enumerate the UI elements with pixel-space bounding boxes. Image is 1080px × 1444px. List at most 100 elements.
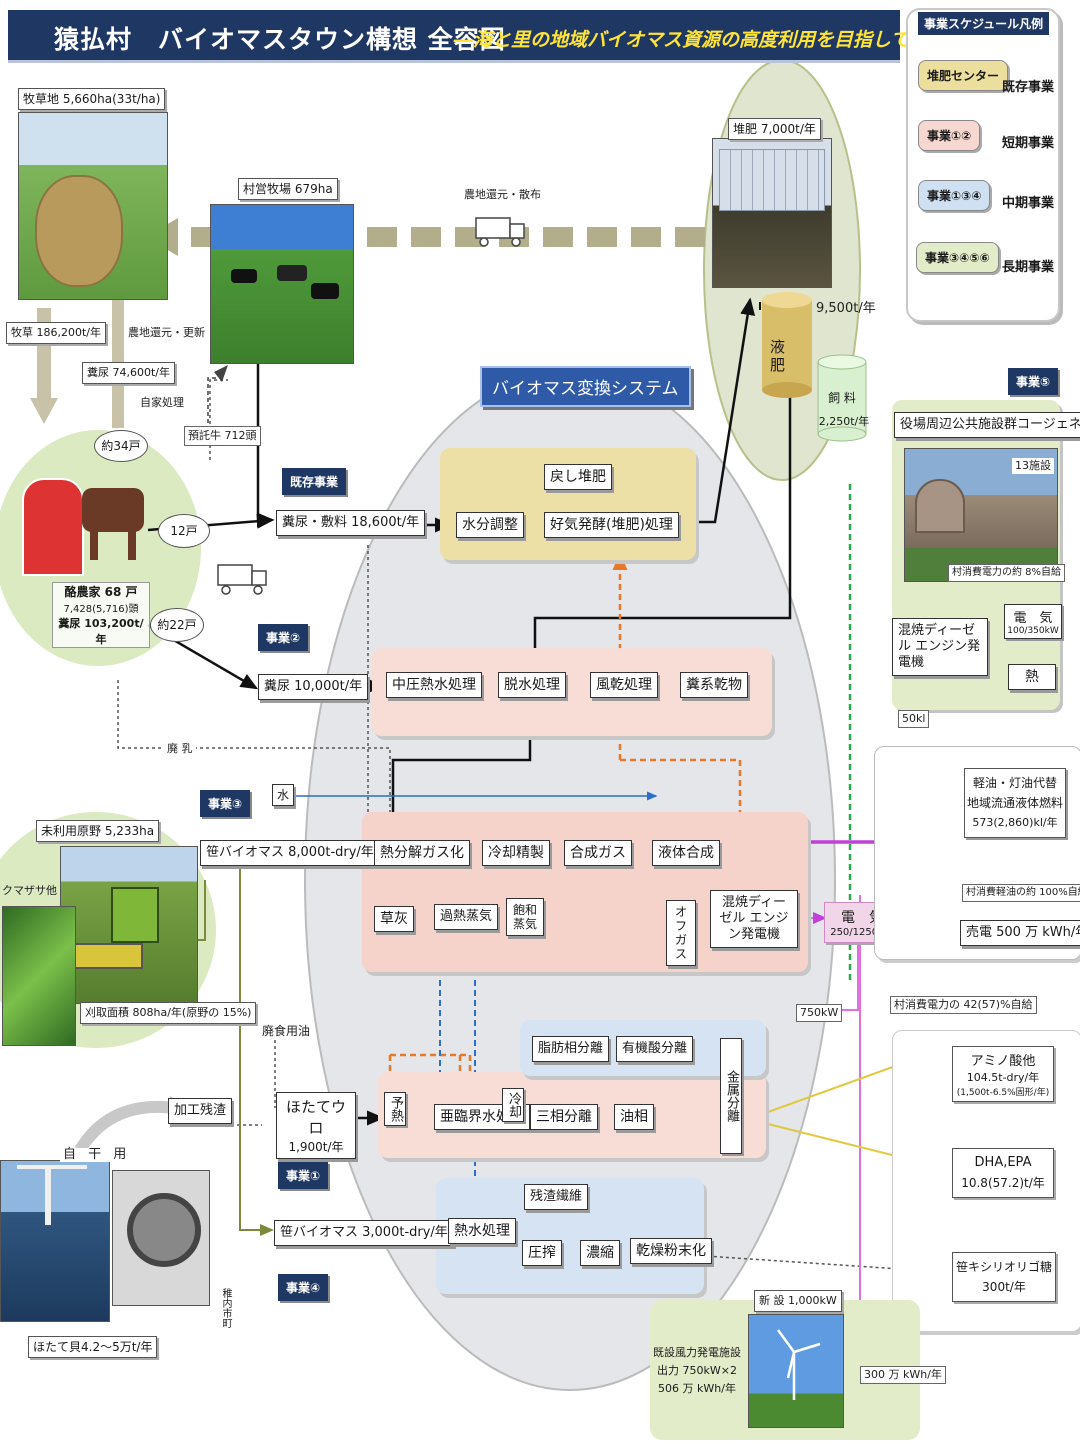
feed-label: 牧草 186,200t/年 [6, 322, 107, 344]
building-icon [915, 479, 965, 533]
cogen-gen-box: 混焼ディーゼル エンジン発電機 [892, 618, 988, 676]
greenhouse-icon [719, 149, 825, 211]
cool2-box: 冷却 [502, 1088, 524, 1122]
pyro-box: 熱分解ガス化 [374, 840, 470, 866]
page-title: 猿払村 バイオマスタウン構想 全容図 [54, 25, 506, 54]
legend-key-existing: 堆肥センター [918, 60, 1009, 91]
project-existing-tag: 既存事業 [282, 468, 347, 495]
wind-new-label: 新 設 1,000kW [754, 1290, 842, 1312]
legend-key-short: 事業①② [918, 120, 981, 151]
elec-self-label: 村消費電力の 42(57)%自給 [890, 996, 1037, 1014]
cogen-elec-value: 100/350kW [1007, 626, 1059, 636]
moisture-box: 水分調整 [456, 512, 524, 538]
dha-box: DHA,EPA 10.8(57.2)t/年 [952, 1148, 1054, 1198]
legend-desc-mid: 中期事業 [1002, 196, 1055, 211]
scallop-input-label: ほたてウロ [285, 1098, 346, 1137]
saturated-box: 飽和蒸気 [506, 898, 544, 936]
crane-icon [17, 1165, 87, 1169]
waste-milk-label: 廃 乳 [164, 742, 196, 756]
superheat-box: 過熱蒸気 [434, 904, 499, 930]
harvester-icon [71, 943, 143, 969]
legend-desc-existing: 既存事業 [1002, 80, 1055, 95]
dairy-line: 糞尿 103,200t/年 [58, 617, 144, 646]
diesel-gen-box: 混焼ディーゼル エンジン発電機 [710, 890, 798, 948]
harvester-photo [60, 846, 198, 1004]
liquid-fertilizer-value: 9,500t/年 [816, 301, 876, 316]
return2-label: 農地還元・更新 [128, 326, 205, 339]
facilities-count: 13施設 [1012, 458, 1054, 474]
metal-box: 金属分離 [720, 1038, 742, 1154]
syngas-box: 合成ガス [564, 840, 632, 866]
fat-box: 脂肪相分離 [532, 1036, 610, 1062]
project-1-tag: 事業① [278, 1162, 329, 1189]
three-phase-box: 三相分離 [530, 1104, 598, 1130]
cow-icon [277, 265, 307, 281]
field-label: 未利用原野 5,233ha [36, 820, 160, 842]
amino-line: アミノ酸他 [970, 1054, 1036, 1069]
sasa2-box: 笹バイオマス 3,000t-dry/年 [274, 1220, 454, 1246]
wind-line: 既設風力発電施設 [653, 1346, 741, 1359]
compost-photo [712, 138, 832, 288]
cogen-self-label: 村消費電力の約 8%自給 [948, 564, 1066, 582]
wind-line: 506 万 kWh/年 [658, 1382, 736, 1395]
harvester-icon [111, 887, 159, 943]
dairy-info: 酪農家 68 戸 7,428(5,716)頭 糞尿 103,200t/年 [52, 582, 150, 648]
electricity-value: 250/1250kW [830, 927, 894, 938]
kumazasa-photo [2, 906, 76, 1046]
legend-key-long: 事業③④⑤⑥ [916, 242, 999, 273]
waste-oil-label: 廃食用油 [262, 1024, 311, 1038]
legend-desc-long: 長期事業 [1002, 260, 1055, 275]
fuel-line: 573(2,860)kl/年 [972, 816, 1058, 829]
title-bar: 猿払村 バイオマスタウン構想 全容図 ―海と里の地域バイオマス資源の高度利用を目… [8, 10, 928, 63]
cow-count-label: 預託牛 712頭 [184, 426, 261, 446]
project-3-tag: 事業③ [200, 790, 251, 817]
manure2-box: 糞尿 10,000t/年 [258, 674, 369, 700]
hydro-box: 中圧熱水処理 [386, 672, 482, 698]
winddry-box: 風乾処理 [590, 672, 658, 698]
hydro2-box: 熱水処理 [448, 1218, 516, 1244]
project-2-tag: 事業② [258, 624, 309, 651]
xylo-line: 300t/年 [982, 1280, 1026, 1294]
manure-label: 糞尿 74,600t/年 [82, 362, 176, 384]
fuel-50-label: 50kl [898, 710, 930, 728]
household-badge: 約22戸 [150, 608, 204, 642]
cool-box: 冷却精製 [482, 840, 550, 866]
drypowder-box: 乾燥粉末化 [630, 1238, 712, 1264]
pasture-label: 牧草地 5,660ha(33t/ha) [18, 88, 166, 110]
pasture-photo [18, 112, 168, 300]
household-badge: 約34戸 [94, 430, 148, 462]
amino-line: 104.5t-dry/年 [966, 1071, 1040, 1084]
cogen-elec-box: 電 気 100/350kW [1004, 604, 1062, 639]
concentrate-box: 濃縮 [580, 1240, 620, 1266]
sell-power-box: 売電 500 万 kWh/年 [960, 920, 1080, 946]
legend-key-mid: 事業①③④ [918, 180, 991, 211]
kw750-label: 750kW [796, 1004, 843, 1022]
press-box: 圧搾 [522, 1240, 562, 1266]
project-4-tag: 事業④ [278, 1274, 329, 1301]
xylo-box: 笹キシリオリゴ糖 300t/年 [952, 1252, 1056, 1302]
wind-photo [748, 1314, 844, 1428]
ash-box: 草灰 [374, 906, 414, 932]
cogen-elec-label: 電 気 [1013, 611, 1053, 626]
cow-dashed-arrow [207, 377, 222, 430]
dried-box: 糞系乾物 [680, 672, 748, 698]
compost-label: 堆肥 7,000t/年 [728, 118, 821, 140]
hay-bale-icon [35, 175, 123, 287]
feed-value: 2,250t/年 [818, 415, 870, 428]
dha-line: 10.8(57.2)t/年 [961, 1176, 1045, 1190]
electricity-label: 電 気 [841, 910, 883, 926]
amino-box: アミノ酸他 104.5t-dry/年 (1,500t-6.5%固形/年) [952, 1046, 1054, 1102]
amino-line: (1,500t-6.5%固形/年) [956, 1088, 1050, 1098]
truck-icon-top [475, 217, 525, 247]
feed-label: 飼 料 [828, 391, 856, 405]
aerobic-box: 好気発酵(堆肥)処理 [544, 512, 679, 538]
fishing-photo [0, 1160, 110, 1322]
kumazasa-label: クマザサ他 [2, 884, 57, 897]
dairy-line: 酪農家 68 戸 [64, 585, 138, 599]
scallop-icon [127, 1193, 201, 1267]
ranch-photo [210, 204, 354, 364]
organic-box: 有機酸分離 [616, 1036, 694, 1062]
offgas-box: オフ ガス [666, 900, 696, 966]
scallop-input-box: ほたてウロ 1,900t/年 [276, 1092, 356, 1159]
return-compost-box: 戻し堆肥 [544, 464, 612, 490]
